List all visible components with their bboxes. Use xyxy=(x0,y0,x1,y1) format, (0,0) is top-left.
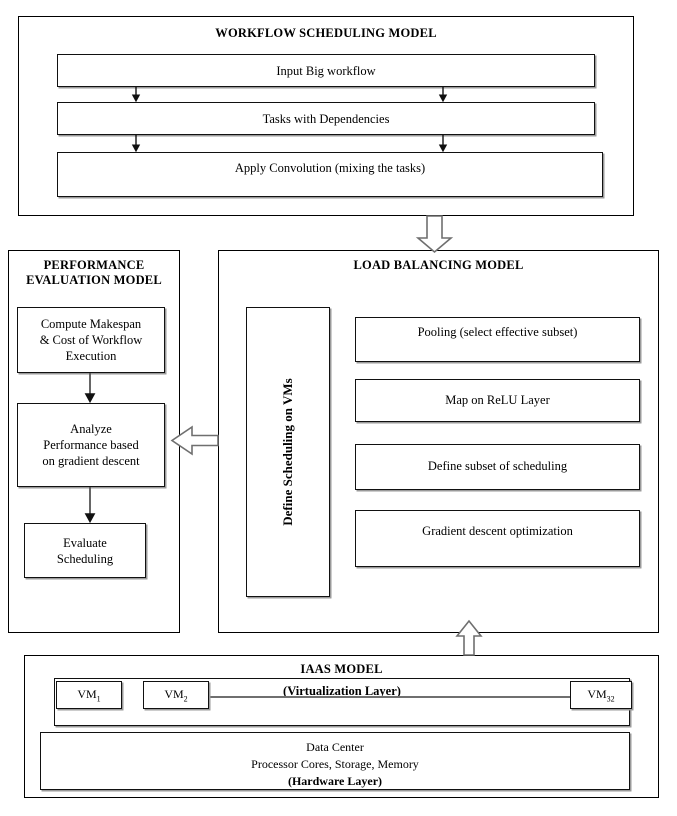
vm-box-2: VM2 xyxy=(143,681,209,709)
workflow-step-input-big-workflow: Input Big workflow xyxy=(57,54,595,87)
performance-step-analyze-performance: Analyze Performance based on gradient de… xyxy=(17,403,165,487)
load-balancing-step-label: Pooling (select effective subset) xyxy=(417,325,578,339)
load-balancing-step-label: Map on ReLU Layer xyxy=(445,393,550,407)
performance-step-evaluate-scheduling: Evaluate Scheduling xyxy=(24,523,146,578)
virtualization-layer-panel: (Virtualization Layer) xyxy=(54,678,630,726)
workflow-step-label: Apply Convolution (mixing the tasks) xyxy=(234,161,426,175)
vm-index: 1 xyxy=(96,694,101,704)
data-center-line-1: Data Center xyxy=(306,740,364,754)
workflow-step-apply-convolution: Apply Convolution (mixing the tasks) xyxy=(57,152,603,197)
workflow-to-load-balancing-block-arrow xyxy=(415,215,454,254)
vm-name: VM xyxy=(164,686,184,701)
vm-chain-line xyxy=(205,696,576,698)
performance-step-label: Compute Makespan & Cost of Workflow Exec… xyxy=(39,317,143,363)
hardware-layer-label: (Hardware Layer) xyxy=(287,774,383,788)
performance-step-label: Evaluate Scheduling xyxy=(56,535,114,566)
performance-title-line-1: PERFORMANCE xyxy=(43,258,145,272)
load-balancing-step-label: Define subset of scheduling xyxy=(427,459,568,473)
performance-step-compute-makespan: Compute Makespan & Cost of Workflow Exec… xyxy=(17,307,165,373)
vm-label: VM32 xyxy=(587,687,614,703)
vm-label: VM2 xyxy=(164,687,187,703)
load-balancing-model-title: LOAD BALANCING MODEL xyxy=(353,258,524,272)
vm-box-32: VM32 xyxy=(570,681,632,709)
data-center-line-2: Processor Cores, Storage, Memory xyxy=(251,757,419,771)
vm-index: 2 xyxy=(183,694,188,704)
performance-step-label: Analyze Performance based on gradient de… xyxy=(42,422,140,468)
workflow-step-label: Input Big workflow xyxy=(276,63,376,78)
define-scheduling-on-vms-label: Define Scheduling on VMs xyxy=(280,378,295,526)
workflow-step-label: Tasks with Dependencies xyxy=(262,111,390,126)
iaas-model-title: IAAS MODEL xyxy=(300,662,383,676)
vm-name: VM xyxy=(587,686,607,701)
load-balancing-step-label: Gradient descent optimization xyxy=(422,524,573,538)
vm-label: VM1 xyxy=(77,687,100,703)
vm-name: VM xyxy=(77,686,97,701)
load-balancing-step-pooling: Pooling (select effective subset) xyxy=(355,317,640,362)
load-balancing-step-map-relu: Map on ReLU Layer xyxy=(355,379,640,422)
data-center-panel: Data Center Processor Cores, Storage, Me… xyxy=(40,732,630,790)
workflow-step-tasks-with-dependencies: Tasks with Dependencies xyxy=(57,102,595,135)
performance-title-line-2: EVALUATION MODEL xyxy=(26,273,162,287)
workflow-scheduling-model-title: WORKFLOW SCHEDULING MODEL xyxy=(215,26,437,40)
load-balancing-step-gradient-descent: Gradient descent optimization xyxy=(355,510,640,567)
define-scheduling-on-vms-panel: Define Scheduling on VMs xyxy=(246,307,330,597)
vm-box-1: VM1 xyxy=(56,681,122,709)
vm-index: 32 xyxy=(606,694,615,704)
performance-evaluation-model-title: PERFORMANCE EVALUATION MODEL xyxy=(8,258,180,288)
virtualization-layer-label: (Virtualization Layer) xyxy=(283,684,401,698)
load-balancing-step-define-subset: Define subset of scheduling xyxy=(355,444,640,490)
